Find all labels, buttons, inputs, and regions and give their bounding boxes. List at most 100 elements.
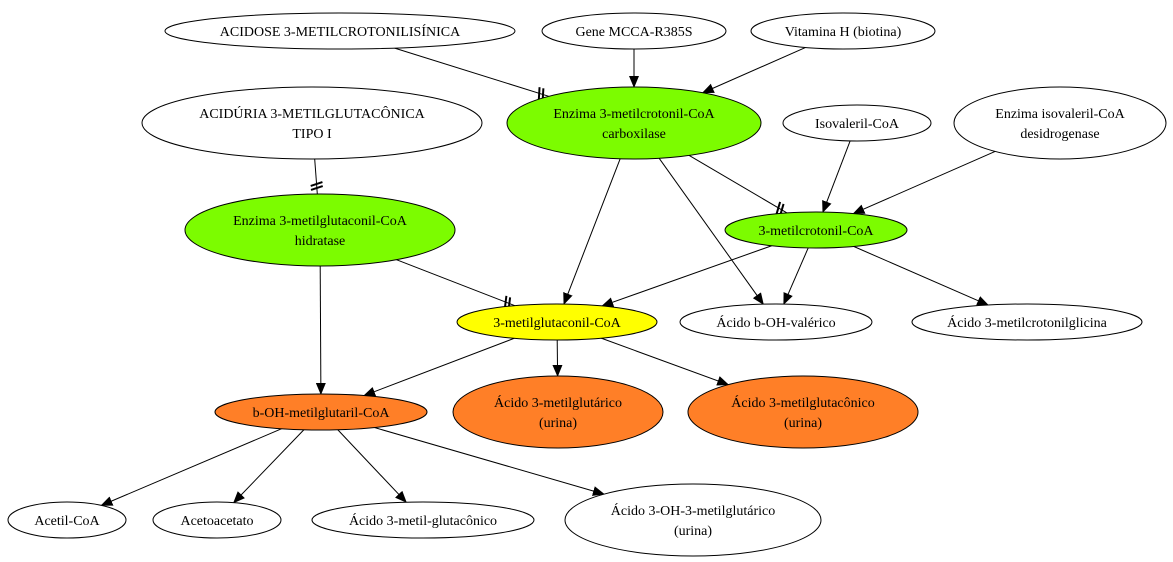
node-metil-glutaconico-label-1: Ácido 3-metil-glutacônico [349,512,497,529]
node-acidose-label-1: ACIDOSE 3-METILCROTONILISÍNICA [220,23,461,40]
node-isovaleril-ellipse [782,104,932,142]
node-b-oh-valerico-ellipse [679,303,873,341]
node-metilcrotonilglicina-ellipse [911,303,1143,341]
node-enz-hidrat: Enzima 3-metilglutaconil-CoA hidratase [184,193,456,267]
edge-line [100,428,282,506]
node-metilcrotonilglicina: Ácido 3-metilcrotonilglicina [911,303,1143,341]
node-metilglutarico-label-1: Ácido 3-metilglutárico [494,394,622,411]
node-enz-carbox-label-2: carboxilase [602,127,666,142]
node-metil-glutaconico: Ácido 3-metil-glutacônico [311,501,535,539]
edge-b-oh-metilglutaril-to-acetoacetato [233,429,305,504]
node-enz-isoval-label-2: desidrogenase [1020,127,1099,142]
edge-enz-carbox-to-metilcrotonil [688,154,788,217]
node-aciduria-label-1: ACIDÚRIA 3-METILGLUTACÔNICA [199,105,425,122]
edge-line [394,47,549,97]
node-gene: Gene MCCA-R385S [541,12,727,50]
node-metilcrotonil: 3-metilcrotonil-CoA [724,211,908,249]
node-gene-ellipse [541,12,727,50]
node-metilglutaconil-label-1: 3-metilglutaconil-CoA [493,316,621,331]
edge-line [233,429,305,504]
node-vitamina-ellipse [750,12,936,50]
node-b-oh-metilglutaril-ellipse [214,393,428,431]
node-metilglutarico-label-2: (urina) [539,416,577,431]
edge-enz-hidrat-to-b-oh-metilglutaril [315,265,326,395]
node-enz-carbox-label-1: Enzima 3-metilcrotonil-CoA [553,107,715,122]
node-aciduria-label-2: TIPO I [292,127,332,142]
edge-line [783,247,809,305]
edge-line [701,46,806,94]
edge-enz-carbox-to-b-oh-valerico [658,157,764,305]
node-isovaleril: Isovaleril-CoA [782,104,932,142]
node-oh-metilglutarico-label-2: (urina) [674,524,712,539]
node-acetoacetato-ellipse [152,501,282,539]
edge-line [852,151,996,215]
node-acetil-label-1: Acetil-CoA [34,514,100,529]
node-enz-hidrat-label-1: Enzima 3-metilglutaconil-CoA [233,214,408,229]
node-metilglutaconico-ellipse [687,375,919,449]
node-oh-metilglutarico: Ácido 3-OH-3-metilglutárico (urina) [564,483,822,557]
node-metilglutarico: Ácido 3-metilglutárico (urina) [452,375,664,449]
node-metilglutaconico-label-1: Ácido 3-metilglutacônico [731,394,874,411]
edge-line [601,245,772,307]
edge-enz-carbox-to-metilglutaconil [563,158,621,305]
edge-line [822,140,851,213]
node-enz-carbox: Enzima 3-metilcrotonil-CoA carboxilase [506,86,762,160]
edge-enz-isoval-to-metilcrotonil [852,151,996,215]
inhibition-tick [310,181,323,187]
edge-metilglutaconil-to-b-oh-metilglutaril [363,337,515,397]
node-metilglutaconico: Ácido 3-metilglutacônico (urina) [687,375,919,449]
edge-metilglutaconil-to-metilglutaconico [600,337,730,386]
inhibition-tick [310,185,324,191]
edge-isovaleril-to-metilcrotonil [822,140,851,213]
edge-line [600,337,730,386]
edge-metilcrotonil-to-metilglutaconil [601,245,772,307]
node-metilcrotonil-label-1: 3-metilcrotonil-CoA [758,224,874,239]
node-enz-hidrat-ellipse [184,193,456,267]
edge-b-oh-metilglutaril-to-oh-metilglutarico [374,427,605,496]
node-b-oh-metilglutaril: b-OH-metilglutaril-CoA [214,393,428,431]
edge-line [363,337,515,397]
edge-line [658,157,764,305]
node-enz-hidrat-label-2: hidratase [295,234,346,249]
edge-aciduria-to-enz-hidrat [310,158,324,195]
node-acetoacetato-label-1: Acetoacetato [180,514,253,529]
node-vitamina: Vitamina H (biotina) [750,12,936,50]
edge-line [337,429,407,503]
node-oh-metilglutarico-label-1: Ácido 3-OH-3-metilglutárico [611,502,775,519]
edge-enz-hidrat-to-metilglutaconil [396,259,516,310]
node-acetil-ellipse [7,501,127,539]
edge-line [374,427,605,496]
node-metilglutaconil: 3-metilglutaconil-CoA [456,303,658,341]
node-enz-isoval-ellipse [953,86,1167,160]
node-acidose: ACIDOSE 3-METILCROTONILISÍNICA [164,12,516,50]
node-isovaleril-label-1: Isovaleril-CoA [815,117,900,132]
node-metilcrotonil-ellipse [724,211,908,249]
node-aciduria-ellipse [141,86,483,160]
node-enz-carbox-ellipse [506,86,762,160]
edges-layer [100,46,996,506]
edge-line [853,245,990,306]
inhibition-tick [775,201,782,215]
node-b-oh-valerico-label-1: Ácido b-OH-valérico [716,314,835,331]
node-acetil: Acetil-CoA [7,501,127,539]
edge-line [688,154,788,214]
node-metilglutaconico-label-2: (urina) [784,416,822,431]
edge-metilcrotonil-to-b-oh-valerico [783,247,809,305]
edge-metilcrotonil-to-metilcrotonilglicina [853,245,990,306]
node-acetoacetato: Acetoacetato [152,501,282,539]
edge-vitamina-to-enz-carbox [701,46,806,94]
node-b-oh-valerico: Ácido b-OH-valérico [679,303,873,341]
edge-b-oh-metilglutaril-to-acetil [100,428,282,506]
inhibition-tick [537,87,541,100]
edge-line [563,158,621,305]
node-metilglutarico-ellipse [452,375,664,449]
edge-line [396,259,516,307]
node-metil-glutaconico-ellipse [311,501,535,539]
node-gene-label-1: Gene MCCA-R385S [575,25,692,40]
nodes-layer: ACIDOSE 3-METILCROTONILISÍNICA Gene MCCA-… [7,12,1167,557]
node-acidose-ellipse [164,12,516,50]
node-oh-metilglutarico-ellipse [564,483,822,557]
edge-line [315,265,326,395]
